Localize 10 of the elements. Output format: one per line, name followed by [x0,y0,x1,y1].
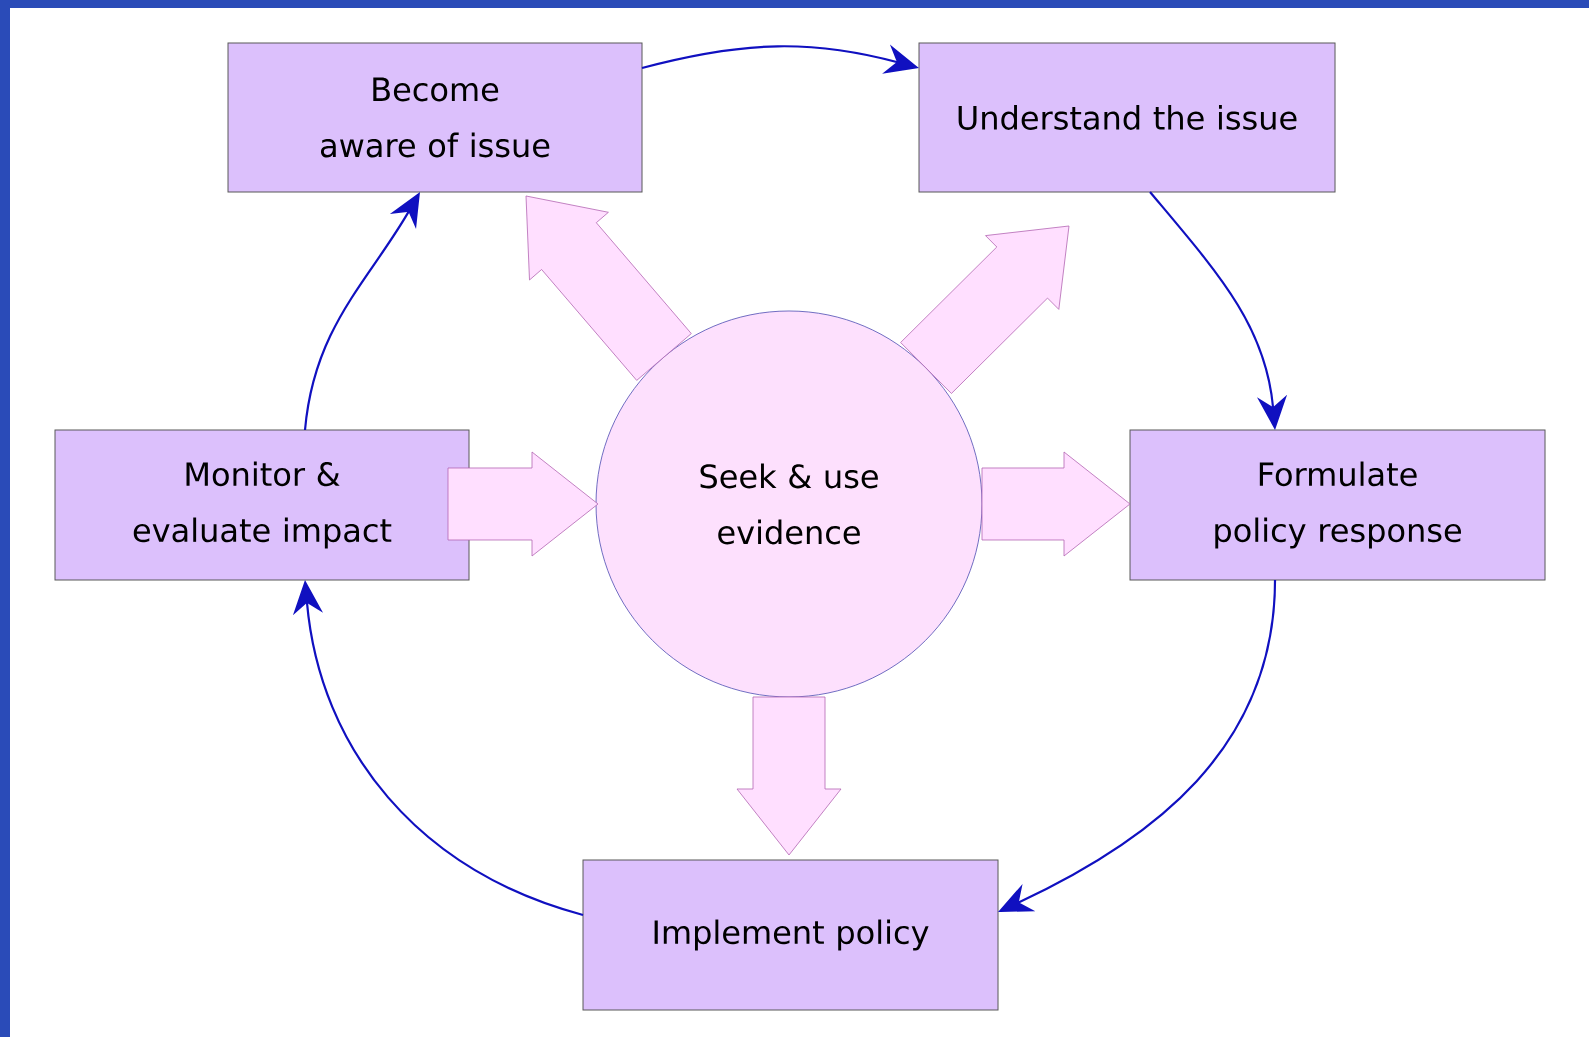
block-arrow [900,225,1070,394]
process-box: Understand the issue [918,42,1336,193]
process-box: Implement policy [582,859,999,1011]
process-box: Formulate policy response [1129,429,1546,581]
process-box: Monitor & evaluate impact [54,429,470,581]
process-box: Become aware of issue [227,42,643,193]
block-arrow [736,696,842,856]
block-arrow [981,451,1131,557]
block-arrow [525,195,692,381]
block-arrow [447,451,599,557]
